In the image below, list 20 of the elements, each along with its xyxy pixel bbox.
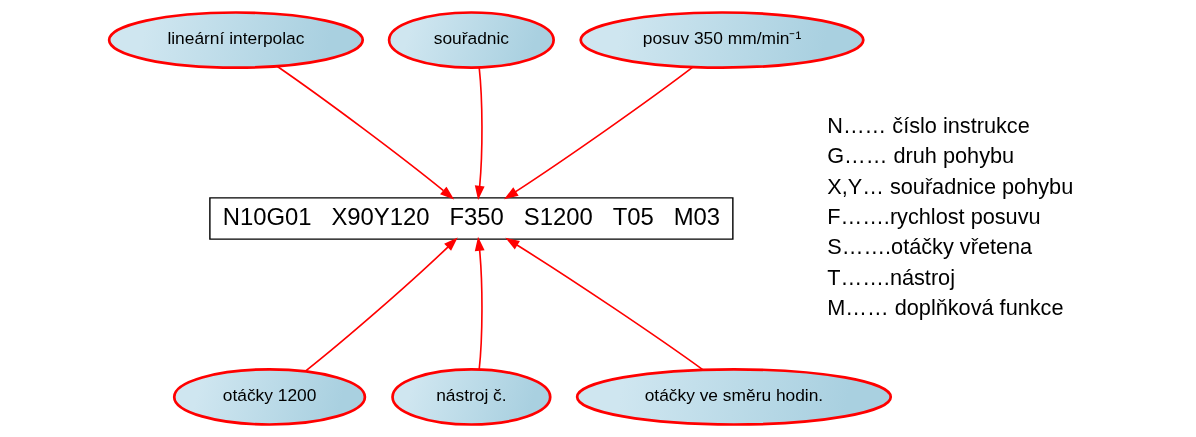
arrow bbox=[474, 67, 485, 200]
arrow bbox=[504, 237, 704, 371]
node-ellipse: nástroj č. bbox=[390, 368, 552, 426]
node-ellipse: souřadnic bbox=[387, 11, 555, 69]
arrow bbox=[275, 65, 454, 200]
label: M…… doplňková funkce bbox=[826, 295, 1064, 321]
node-box: N10G01 X90Y120 F350 S1200 T05 M03 bbox=[208, 197, 734, 240]
label: T…….nástroj bbox=[826, 264, 955, 290]
label: S…….otáčky vřetena bbox=[826, 234, 1032, 260]
label: X,Y… souřadnice pohybu bbox=[826, 173, 1073, 199]
label: G…… druh pohybu bbox=[826, 143, 1014, 169]
label: N…… číslo instrukce bbox=[826, 112, 1030, 138]
label: F…….rychlost posuvu bbox=[826, 203, 1041, 229]
node-ellipse: lineární interpolac bbox=[107, 11, 364, 69]
arrow bbox=[503, 66, 694, 200]
arrow bbox=[304, 237, 458, 372]
node-ellipse: otáčky ve směru hodin. bbox=[575, 368, 892, 426]
arrow bbox=[474, 236, 485, 371]
node-ellipse: otáčky 1200 bbox=[172, 368, 366, 426]
node-ellipse: posuv 350 mm/min⁻¹ bbox=[578, 11, 865, 69]
